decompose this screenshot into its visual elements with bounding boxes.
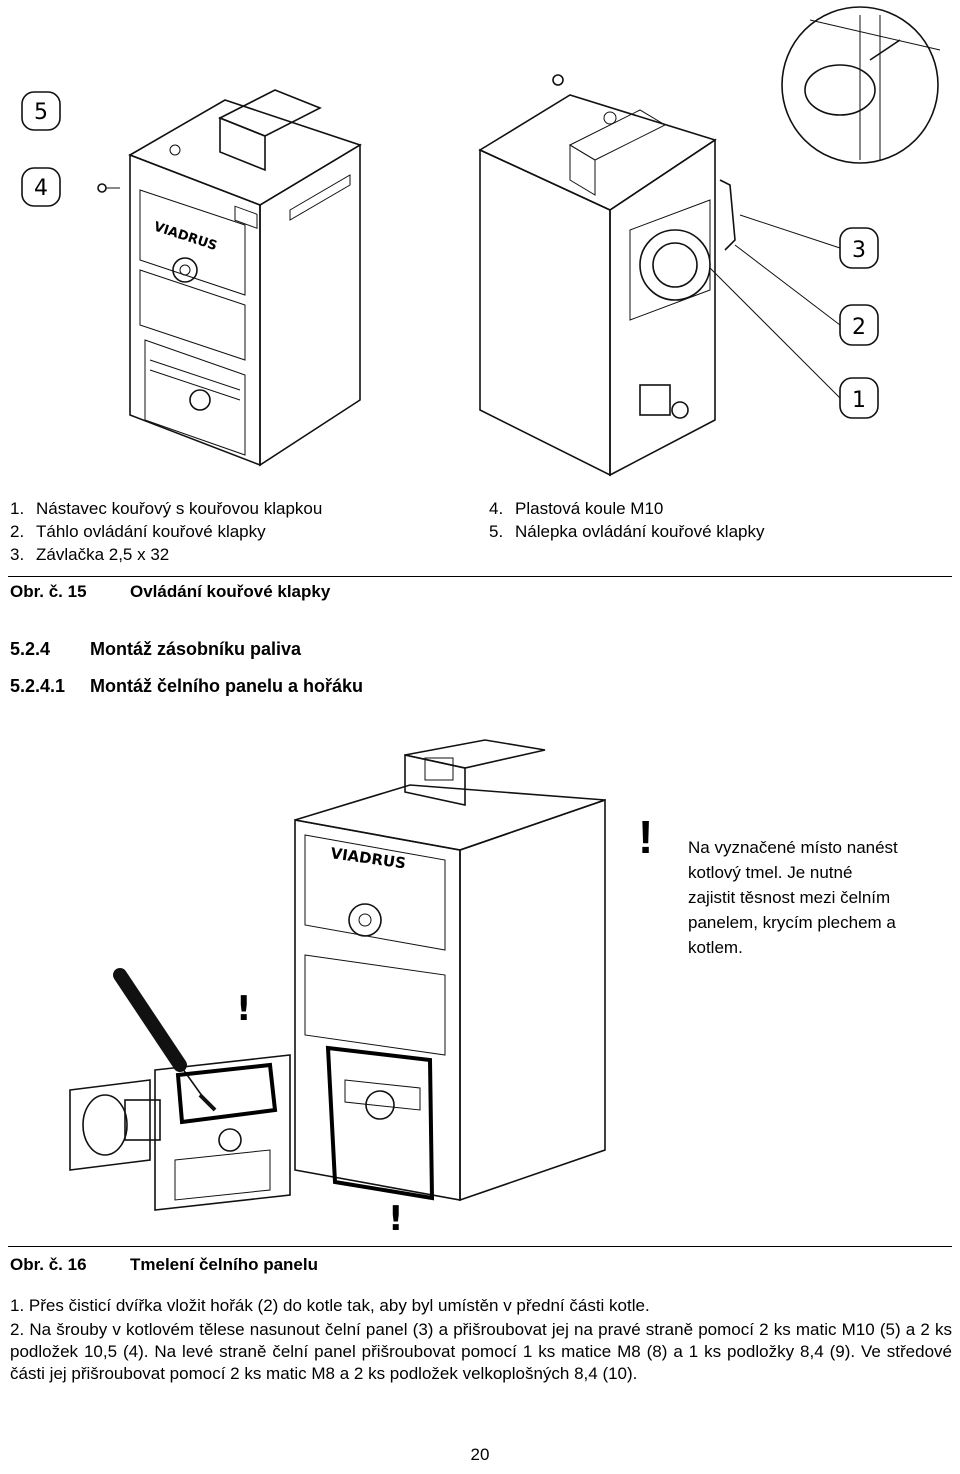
boiler-rear-illustration: 3 2 1 <box>478 6 941 477</box>
note-line: zajistit těsnost mezi čelním <box>688 888 891 907</box>
note-line: kotlem. <box>688 938 743 957</box>
section-title: Montáž zásobníku paliva <box>90 639 302 659</box>
legend-item: 5.Nálepka ovládání kouřové klapky <box>489 522 765 541</box>
fig16-caption-number: Obr. č. 16 <box>10 1255 87 1274</box>
legend-item: 2.Táhlo ovládání kouřové klapky <box>10 522 266 541</box>
legend-item: 3.Závlačka 2,5 x 32 <box>10 545 170 564</box>
warning-mark-bottom: ! <box>388 1199 404 1239</box>
callout-4 <box>21 167 61 207</box>
brand-logo-center: VIADRUS <box>329 844 407 872</box>
fig15-caption-number: Obr. č. 15 <box>10 582 87 601</box>
section-number: 5.2.4 <box>10 639 51 659</box>
callout-3-label: 3 <box>852 238 866 263</box>
callout-4-label: 4 <box>34 176 48 201</box>
callout-1-label: 1 <box>852 388 866 413</box>
subsection-title: Montáž čelního panelu a hořáku <box>90 676 364 696</box>
callout-2-label: 2 <box>852 315 866 340</box>
note-line: kotlový tmel. Je nutné <box>688 863 853 882</box>
boiler-front-illustration: 5 4 VIADRUS <box>21 89 362 467</box>
legend-item: 1.Nástavec kouřový s kouřovou klapkou <box>10 499 323 518</box>
note-line: panelem, krycím plechem a <box>688 913 896 932</box>
sealant-note: Na vyznačené místo nanést kotlový tmel. … <box>688 835 936 960</box>
subsection-number: 5.2.4.1 <box>10 676 66 696</box>
warning-mark-gun: ! <box>236 989 252 1029</box>
fig15-legend-left: 1.Nástavec kouřový s kouřovou klapkou 2.… <box>10 497 322 566</box>
legend-item: 4.Plastová koule M10 <box>489 499 664 518</box>
step-list: 1. Přes čisticí dvířka vložit hořák (2) … <box>10 1295 952 1385</box>
callout-5 <box>21 91 61 131</box>
brand-logo-left: VIADRUS <box>152 220 219 255</box>
page-number: 20 <box>470 1445 490 1464</box>
step-item: 2. Na šrouby v kotlovém tělese nasunout … <box>10 1320 952 1383</box>
divider <box>8 1246 952 1247</box>
callout-5-label: 5 <box>34 100 48 125</box>
seal-marking <box>325 1045 435 1201</box>
fig15-caption-title: Ovládání kouřové klapky <box>130 582 331 601</box>
damper-detail-circle <box>781 6 939 164</box>
step-item: 1. Přes čisticí dvířka vložit hořák (2) … <box>10 1296 650 1315</box>
fig15-legend-right: 4.Plastová koule M10 5.Nálepka ovládání … <box>489 497 764 543</box>
note-line: Na vyznačené místo nanést <box>688 838 898 857</box>
sealing-illustration: VIADRUS ! ! <box>69 739 606 1239</box>
fig16-caption-title: Tmelení čelního panelu <box>130 1255 318 1274</box>
divider <box>8 576 952 577</box>
